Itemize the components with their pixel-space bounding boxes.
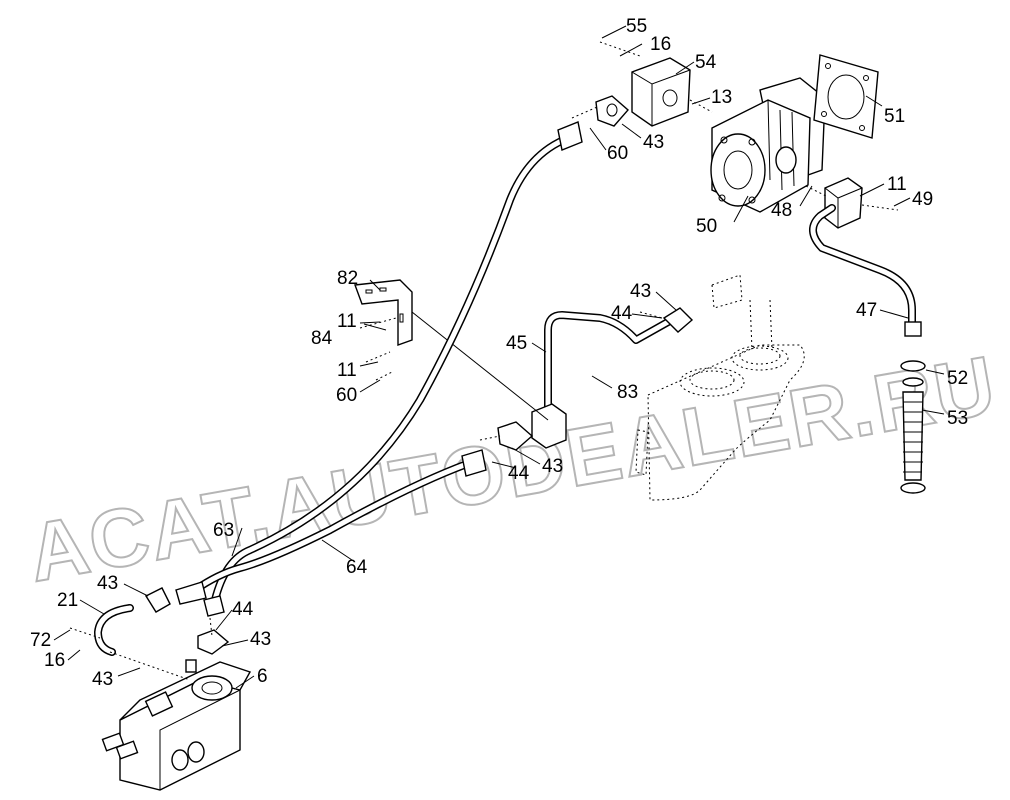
callout-11-bracket: 11 xyxy=(337,311,357,332)
callout-54: 54 xyxy=(695,52,717,73)
outlet-block xyxy=(631,57,691,127)
callout-82: 82 xyxy=(337,268,358,289)
callout-43-valve-top: 43 xyxy=(97,573,118,594)
callout-60-bracket: 60 xyxy=(336,385,357,406)
control-valve xyxy=(101,659,252,791)
callout-43-top: 43 xyxy=(643,132,664,153)
callout-16: 16 xyxy=(650,34,671,55)
gear-pump xyxy=(710,77,826,213)
callout-72: 72 xyxy=(30,630,51,651)
callout-44-tank: 44 xyxy=(611,303,633,324)
callout-48: 48 xyxy=(771,200,792,221)
suction-block xyxy=(824,177,863,229)
callout-43-valve-low: 43 xyxy=(92,669,113,690)
callout-64: 64 xyxy=(346,557,368,578)
hydraulic-tank xyxy=(635,274,805,501)
callout-84: 84 xyxy=(311,328,333,349)
callout-13: 13 xyxy=(711,87,732,108)
callout-44-mid: 44 xyxy=(508,463,530,484)
callout-63: 63 xyxy=(213,520,234,541)
callout-47: 47 xyxy=(856,300,877,321)
callout-83: 83 xyxy=(617,382,638,403)
callout-16-valve: 16 xyxy=(44,650,65,671)
mounting-bracket xyxy=(354,279,549,421)
callout-43-tank: 43 xyxy=(630,281,651,302)
callout-6: 6 xyxy=(257,666,268,687)
callout-52: 52 xyxy=(947,368,968,389)
callout-43-mid: 43 xyxy=(542,456,563,477)
pump-gasket xyxy=(813,54,879,139)
callout-51: 51 xyxy=(884,106,905,127)
callout-60-top: 60 xyxy=(607,143,628,164)
callout-43-valve-mid: 43 xyxy=(250,629,271,650)
callout-11-right: 11 xyxy=(887,174,907,195)
callout-53: 53 xyxy=(947,408,968,429)
callout-44-valve: 44 xyxy=(232,599,254,620)
callout-55: 55 xyxy=(626,16,647,37)
callout-11-lower: 11 xyxy=(337,360,357,381)
callout-45: 45 xyxy=(506,333,527,354)
callout-49: 49 xyxy=(912,189,933,210)
callout-50: 50 xyxy=(696,216,717,237)
callout-21: 21 xyxy=(57,590,78,611)
